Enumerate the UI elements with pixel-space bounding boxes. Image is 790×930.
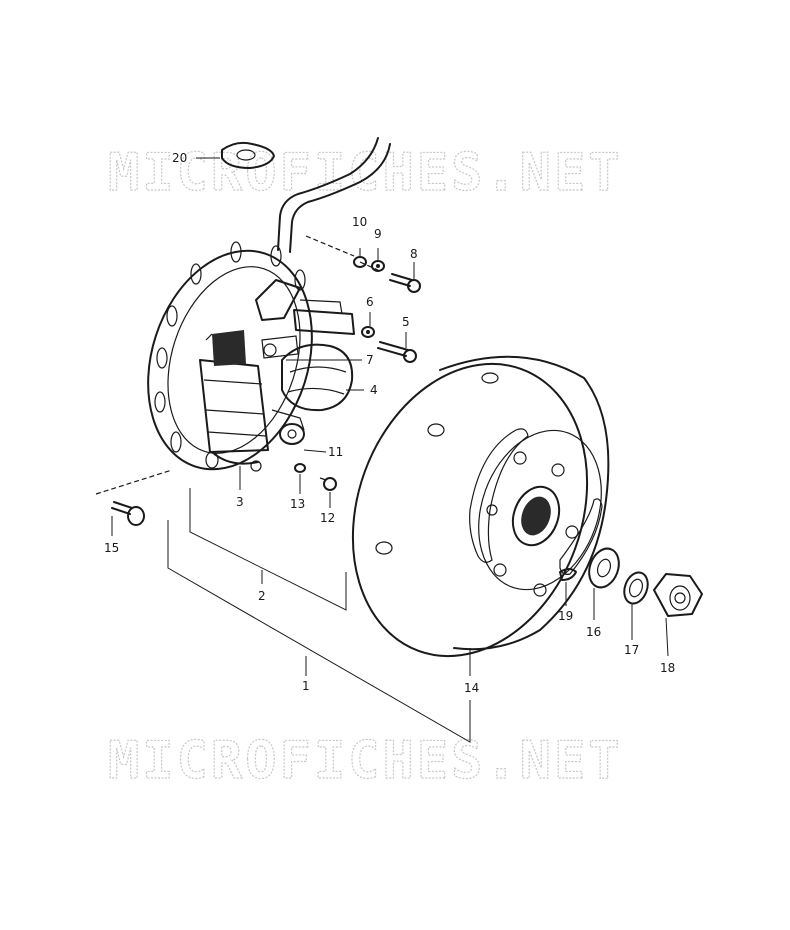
part-19-key[interactable] (559, 568, 577, 581)
watermark-bottom: MICROFICHES.NET (108, 731, 623, 791)
watermark-top: MICROFICHES.NET (108, 143, 623, 203)
callout-10[interactable]: 10 (352, 215, 367, 229)
callout-16[interactable]: 16 (586, 625, 601, 639)
callout-19[interactable]: 19 (558, 609, 573, 623)
part-18-nut[interactable] (653, 573, 703, 617)
part-15-screw[interactable] (111, 501, 145, 526)
part-8-screw[interactable] (389, 273, 421, 293)
part-13-washer[interactable] (294, 463, 306, 473)
callout-5[interactable]: 5 (402, 315, 410, 329)
part-17-lock-washer[interactable] (620, 569, 652, 607)
callout-3[interactable]: 3 (236, 495, 244, 509)
part-16-washer[interactable] (584, 544, 624, 591)
callout-8[interactable]: 8 (410, 247, 418, 261)
part-20-grommet[interactable] (221, 141, 275, 169)
callout-1[interactable]: 1 (302, 679, 310, 693)
wire-harness (277, 137, 391, 253)
callout-9[interactable]: 9 (374, 227, 382, 241)
callout-2[interactable]: 2 (258, 589, 266, 603)
part-14-rotor[interactable] (313, 331, 626, 690)
callout-20[interactable]: 20 (172, 151, 187, 165)
callout-13[interactable]: 13 (290, 497, 305, 511)
stator-arm (255, 279, 301, 359)
part-12-screw[interactable] (319, 477, 337, 491)
part-10-washer[interactable] (353, 256, 367, 268)
callout-15[interactable]: 15 (104, 541, 119, 555)
callout-12[interactable]: 12 (320, 511, 335, 525)
part-4-charging-coil[interactable] (281, 299, 355, 412)
part-11-condenser[interactable] (271, 409, 305, 445)
part-3-coil[interactable] (199, 330, 269, 472)
callout-6[interactable]: 6 (366, 295, 374, 309)
part-9-washer[interactable] (371, 260, 385, 272)
callout-7[interactable]: 7 (366, 353, 374, 367)
callout-4[interactable]: 4 (370, 383, 378, 397)
part-5-screw[interactable] (377, 341, 417, 363)
callout-18[interactable]: 18 (660, 661, 675, 675)
callout-11[interactable]: 11 (328, 445, 343, 459)
stator-plate[interactable] (121, 229, 339, 490)
part-6-washer[interactable] (361, 326, 375, 338)
callout-14[interactable]: 14 (464, 681, 479, 695)
callout-17[interactable]: 17 (624, 643, 639, 657)
